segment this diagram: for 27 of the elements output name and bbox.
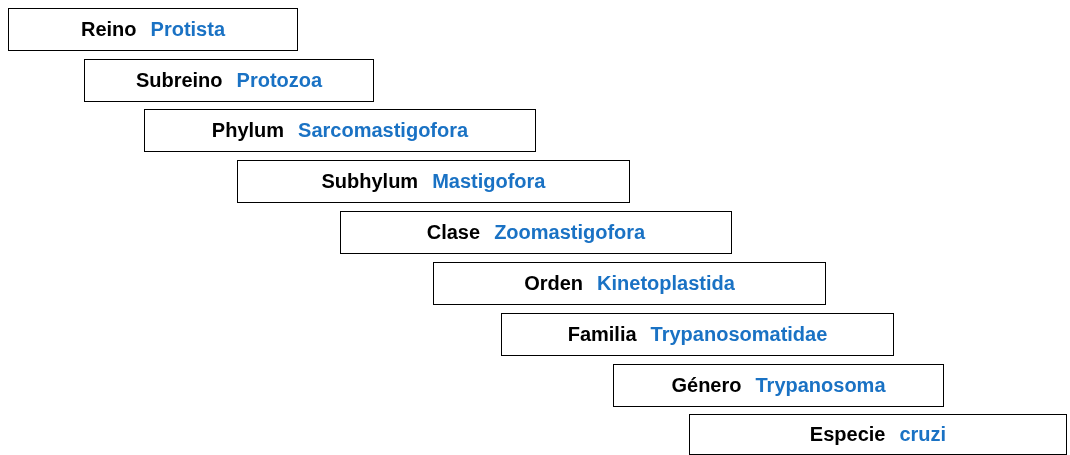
taxon-name: Zoomastigofora [494, 221, 646, 244]
rank-label: Reino [81, 18, 137, 41]
taxon-box [613, 364, 944, 407]
taxon-box [340, 211, 732, 254]
taxon-box [144, 109, 536, 152]
rank-label: Orden [524, 272, 584, 295]
rank-label: Phylum [211, 119, 285, 142]
taxon-name: Protozoa [236, 69, 323, 92]
taxon-box [433, 262, 826, 305]
taxon-box [689, 414, 1067, 455]
taxon-name: Kinetoplastida [597, 272, 735, 295]
taxon-box [501, 313, 894, 356]
taxon-name: cruzi [899, 423, 947, 446]
rank-label: Clase [426, 221, 481, 244]
rank-label: Subreino [135, 69, 223, 92]
taxon-box [237, 160, 630, 203]
rank-label: Género [671, 374, 742, 397]
taxon-box [8, 8, 298, 51]
taxon-name: Protista [150, 18, 225, 41]
taxon-box [84, 59, 374, 102]
taxon-name: Mastigofora [432, 170, 546, 193]
rank-label: Familia [567, 323, 637, 346]
rank-label: Especie [809, 423, 886, 446]
taxon-name: Trypanosoma [755, 374, 886, 397]
taxon-name: Trypanosomatidae [650, 323, 828, 346]
rank-label: Subhylum [321, 170, 419, 193]
taxon-name: Sarcomastigofora [298, 119, 469, 142]
